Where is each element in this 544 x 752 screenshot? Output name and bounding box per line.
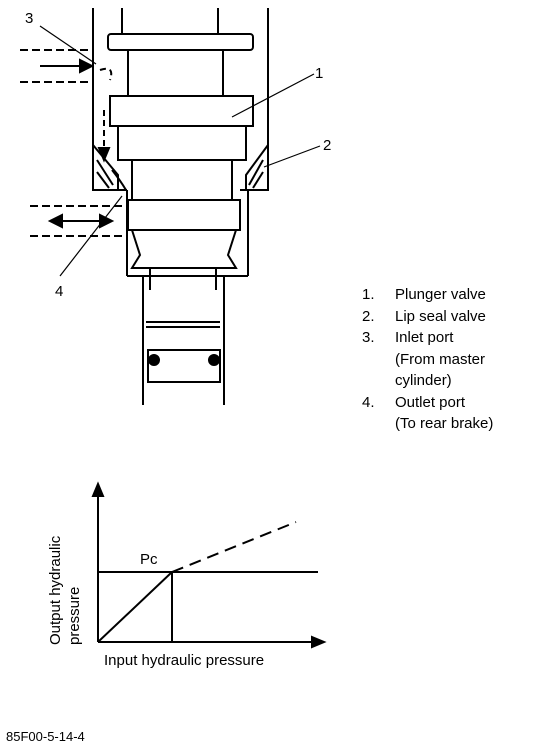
graph-y-label: Output hydraulic pressure bbox=[46, 485, 84, 645]
figure-code: 85F00-5-14-4 bbox=[6, 729, 85, 744]
graph-x-label: Input hydraulic pressure bbox=[104, 652, 265, 669]
plunger-valve bbox=[107, 8, 254, 383]
legend-text: Outlet port bbox=[395, 393, 466, 411]
callout-2: 2 bbox=[323, 137, 331, 154]
legend-number: 2. bbox=[362, 307, 375, 325]
legend-item-4: 4. Outlet port bbox=[362, 392, 542, 414]
outlet-flow-arrows bbox=[30, 205, 127, 237]
legend-text: Plunger valve bbox=[395, 286, 486, 303]
callout-1: 1 bbox=[315, 65, 323, 82]
legend-text: (To rear brake) bbox=[395, 415, 494, 432]
legend-item-3: 3. Inlet port bbox=[362, 327, 542, 349]
inlet-flow-arrows bbox=[20, 49, 127, 191]
lip-seal bbox=[92, 141, 269, 191]
callout-3: 3 bbox=[25, 10, 33, 27]
legend-number: 1. bbox=[362, 286, 375, 303]
legend-text: Lip seal valve bbox=[395, 307, 486, 325]
graph-output-curve bbox=[97, 571, 173, 643]
pressure-graph bbox=[91, 481, 327, 649]
callout-4: 4 bbox=[55, 283, 63, 300]
graph-y-label-line2: pressure bbox=[66, 586, 83, 645]
graph-knee-label: Pc bbox=[140, 551, 158, 568]
legend-text: (From master bbox=[395, 350, 485, 368]
legend-number: 3. bbox=[362, 329, 375, 346]
graph-continued-dashed bbox=[171, 521, 297, 573]
legend-number: 4. bbox=[362, 393, 375, 411]
legend-text: cylinder) bbox=[395, 372, 452, 389]
graph-y-label-line1: Output hydraulic bbox=[47, 535, 64, 645]
legend-item-2: 2. Lip seal valve bbox=[362, 306, 542, 328]
leader-lines bbox=[39, 25, 321, 277]
legend: 1. Plunger valve 2. Lip seal valve 3. In… bbox=[362, 284, 542, 435]
legend-text: Inlet port bbox=[395, 329, 454, 346]
legend-item-1: 1. Plunger valve bbox=[362, 284, 542, 306]
